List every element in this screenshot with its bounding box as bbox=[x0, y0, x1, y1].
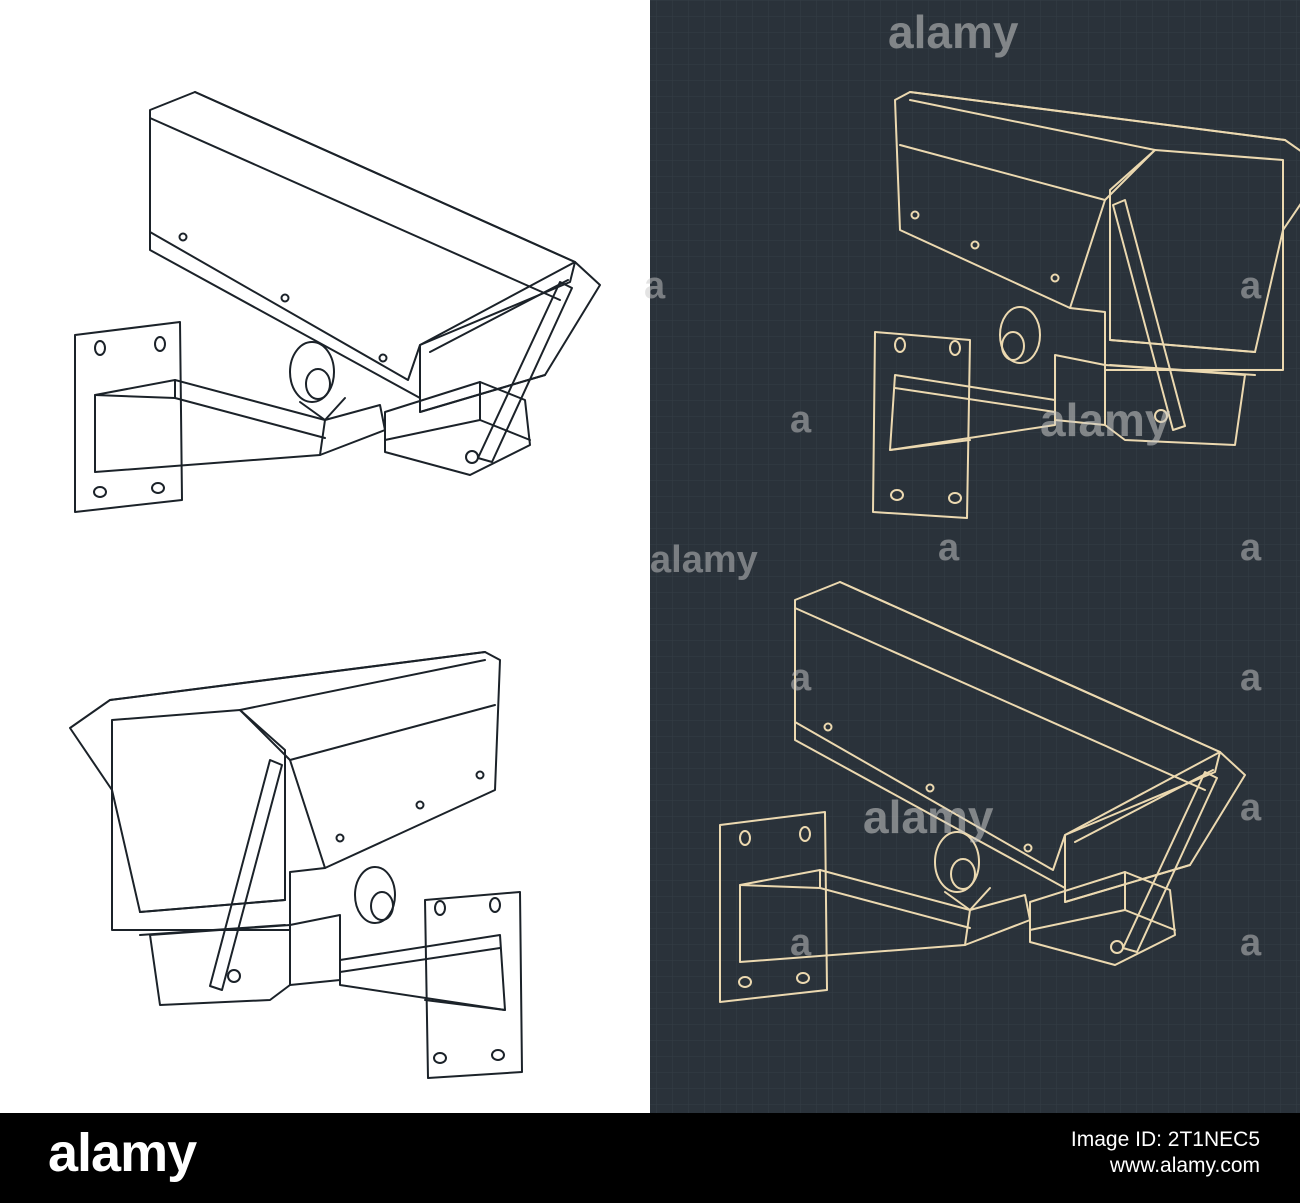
watermark-fragment: a bbox=[790, 399, 812, 441]
alamy-logo: alamy bbox=[48, 1123, 197, 1183]
watermark-text: alamy bbox=[888, 6, 1019, 58]
watermark-fragment: a bbox=[644, 265, 666, 307]
drawing-canvas: alamy alamy alamy alamy a a a a a a a a … bbox=[0, 0, 1300, 1113]
watermark-fragment: a bbox=[1240, 922, 1262, 964]
watermark-fragment: a bbox=[938, 527, 960, 569]
image-id-label: Image ID: 2T1NEC5 bbox=[1070, 1128, 1260, 1151]
watermark-text: alamy bbox=[863, 791, 994, 843]
left-panel-background bbox=[0, 0, 650, 1113]
watermark-fragment: a bbox=[790, 657, 812, 699]
watermark-fragment: a bbox=[1240, 265, 1262, 307]
watermark-fragment: a bbox=[1240, 787, 1262, 829]
watermark-text: alamy bbox=[650, 539, 758, 581]
footer-bar: alamy Image ID: 2T1NEC5 www.alamy.com bbox=[0, 1113, 1300, 1203]
site-url: www.alamy.com bbox=[1109, 1154, 1260, 1177]
right-panel-grid bbox=[650, 0, 1300, 1113]
watermark-fragment: a bbox=[1240, 527, 1262, 569]
footer-info: Image ID: 2T1NEC5 www.alamy.com bbox=[1071, 1127, 1260, 1179]
watermark-layer: alamy alamy alamy alamy a a a a a a a a … bbox=[644, 6, 1262, 964]
watermark-fragment: a bbox=[1240, 657, 1262, 699]
watermark-fragment: a bbox=[790, 922, 812, 964]
watermark-text: alamy bbox=[1040, 394, 1171, 446]
